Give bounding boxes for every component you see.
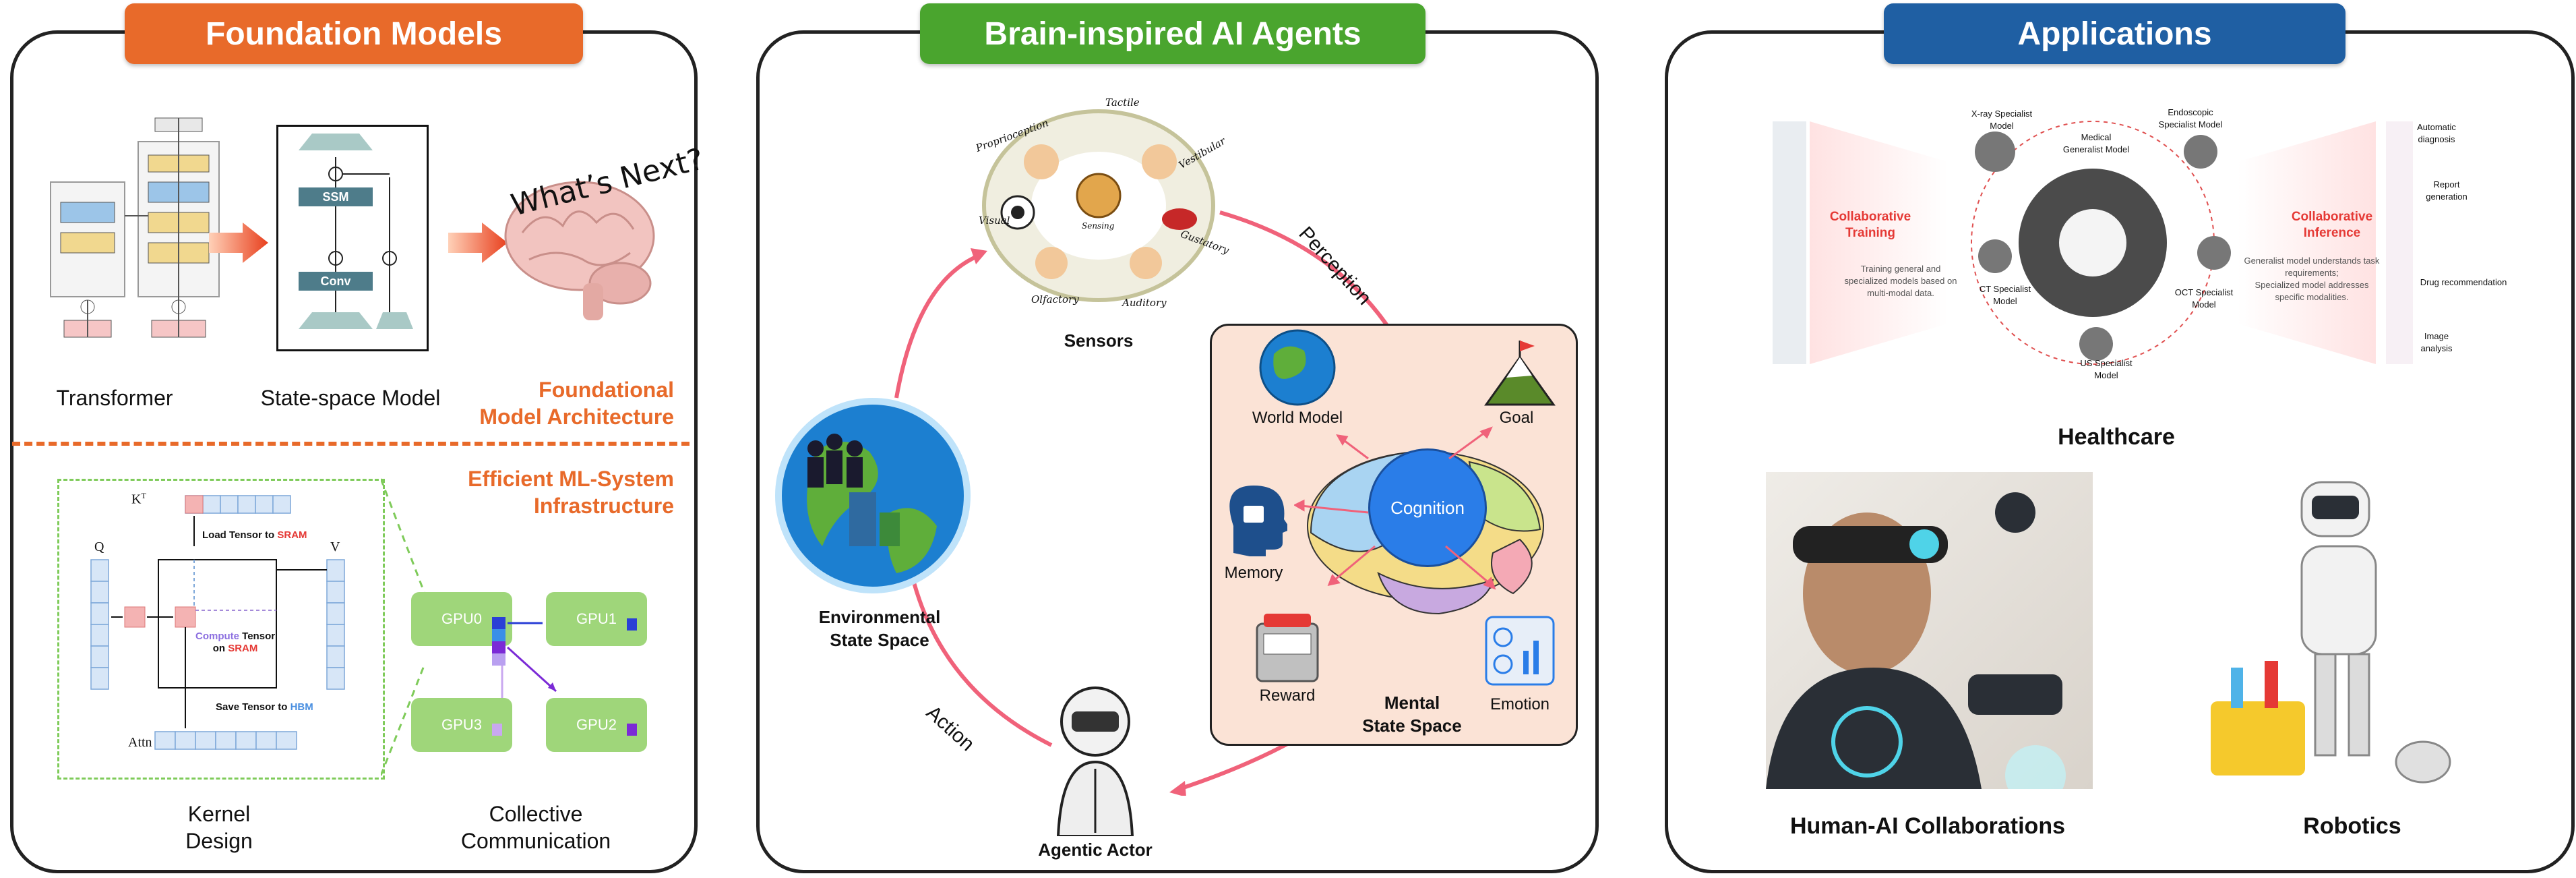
world-model-label: World Model — [1252, 409, 1343, 427]
cognition-node: Cognition — [1368, 448, 1487, 567]
q-label: Q — [94, 539, 104, 554]
training-desc: Training general and specialized models … — [1844, 264, 1957, 298]
kt-superscript: T — [141, 491, 146, 500]
infrastructure-label: Efficient ML-System Infrastructure — [468, 467, 674, 518]
collab-training-label: Collaborative Training — [1829, 210, 1911, 240]
robot-image — [2190, 472, 2474, 789]
sense-label: Tactile — [1105, 96, 1140, 109]
kt-label: KT — [131, 491, 146, 508]
agents-title: Brain-inspired AI Agents — [920, 3, 1425, 64]
conv-block: Conv — [299, 272, 373, 291]
compute-middle: Tensor — [239, 631, 276, 642]
save-text: Save Tensor to — [216, 701, 290, 713]
load-target: SRAM — [277, 529, 307, 541]
applications-title: Applications — [1884, 3, 2345, 64]
brain-icon — [504, 181, 655, 320]
sense-label: Olfactory — [1031, 293, 1079, 305]
slot-machine-icon — [1256, 614, 1319, 682]
inference-desc: Generalist model understands task requir… — [2244, 256, 2380, 302]
arrow-right-icon — [209, 223, 268, 263]
healthcare-diagram — [1773, 121, 2413, 365]
kt-text: K — [131, 492, 142, 507]
output-label: Automatic diagnosis — [2417, 122, 2456, 144]
compute-target: SRAM — [228, 643, 258, 654]
collective-communication-label: Collective Communication — [460, 802, 611, 853]
emotion-label: Emotion — [1490, 695, 1550, 713]
robotics-label: Robotics — [2303, 813, 2401, 839]
ct-model-label: CT Specialist Model — [1979, 284, 2031, 306]
sense-label: Auditory — [1122, 297, 1167, 309]
memory-icon — [1229, 486, 1287, 556]
save-tensor-label: Save Tensor to HBM — [216, 701, 313, 713]
ssm-diagram: SSM Conv — [276, 125, 429, 351]
earth-icon — [775, 398, 971, 593]
load-text: Load Tensor to — [202, 529, 278, 541]
foundation-models-title: Foundation Models — [125, 3, 583, 64]
transformer-diagram — [50, 117, 220, 338]
v-label: V — [330, 539, 340, 554]
kernel-design-label: Kernel Design — [185, 802, 253, 853]
emotion-icon — [1485, 616, 1555, 686]
mental-state-label: Mental State Space — [1362, 693, 1462, 736]
collab-inference-label: Collaborative Inference — [2291, 210, 2373, 240]
gpu-connections — [492, 617, 637, 736]
actor-label: Agentic Actor — [1038, 840, 1153, 860]
save-target: HBM — [290, 701, 313, 713]
reward-label: Reward — [1259, 686, 1316, 705]
architecture-label: Foundational Model Architecture — [479, 378, 674, 429]
human-ai-image — [1766, 472, 2093, 789]
transformer-label: Transformer — [56, 386, 173, 410]
memory-label: Memory — [1224, 564, 1283, 582]
zoom-lines — [381, 478, 426, 776]
ssm-label: State-space Model — [260, 386, 441, 410]
sensors-ring — [982, 109, 1215, 302]
environment-label: Environmental State Space — [818, 607, 941, 650]
compute-tensor-label: Compute Tensor on SRAM — [195, 631, 275, 655]
attn-label: Attn — [128, 735, 152, 750]
section-divider — [12, 442, 689, 446]
us-model-label: US Specialist Model — [2080, 358, 2133, 380]
healthcare-label: Healthcare — [2058, 424, 2175, 450]
goal-label: Goal — [1499, 409, 1534, 427]
oct-model-label: OCT Specialist Model — [2174, 287, 2234, 310]
output-label: Image analysis — [2420, 331, 2453, 353]
cognition-label: Cognition — [1390, 497, 1465, 518]
arrow-right-icon — [448, 223, 508, 263]
compute-on: on — [212, 643, 228, 654]
robot-icon — [1056, 686, 1134, 836]
load-tensor-label: Load Tensor to SRAM — [202, 529, 307, 541]
goal-icon — [1484, 341, 1556, 406]
kernel-design-box — [57, 479, 385, 780]
gpu-node: GPU3 — [411, 698, 512, 752]
compute-text: Compute — [195, 631, 239, 642]
sense-label: Visual — [979, 214, 1010, 227]
sense-label: Sensing — [1082, 221, 1115, 231]
sensors-label: Sensors — [1064, 330, 1134, 351]
ssm-block: SSM — [299, 187, 373, 206]
output-label: Report generation — [2426, 179, 2467, 202]
endoscopic-model-label: Endoscopic Specialist Model — [2158, 107, 2223, 129]
kernel-diagram — [90, 495, 345, 750]
world-model-icon — [1259, 329, 1336, 406]
cognition-arrows — [1294, 426, 1496, 590]
output-label: Drug recommendation — [2420, 277, 2507, 287]
xray-model-label: X-ray Specialist Model — [1971, 109, 2033, 131]
hai-label: Human-AI Collaborations — [1789, 813, 2066, 839]
medical-model-label: Medical Generalist Model — [2062, 132, 2130, 154]
